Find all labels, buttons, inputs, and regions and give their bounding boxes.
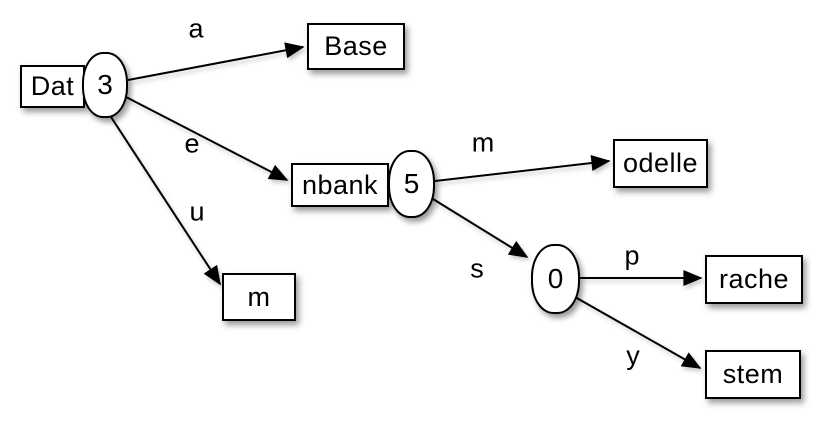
node-count-3: 3 — [82, 52, 128, 118]
node-count-5: 5 — [388, 150, 435, 218]
edge-label-u: u — [189, 196, 205, 227]
edge-label-m: m — [471, 127, 495, 158]
edge-e-arrow — [125, 96, 289, 181]
edge-label-e: e — [184, 128, 200, 159]
node-stem: stem — [705, 350, 801, 399]
node-dat: Dat — [20, 65, 85, 108]
node-m: m — [222, 273, 296, 321]
edge-label-y: y — [626, 340, 640, 371]
edge-m-arrow — [434, 155, 611, 182]
node-rache: rache — [705, 255, 803, 304]
edge-label-a: a — [188, 13, 204, 44]
node-odelle: odelle — [613, 139, 708, 188]
edge-label-p: p — [624, 240, 640, 271]
node-nbank: nbank — [291, 163, 389, 207]
node-count-0: 0 — [531, 244, 580, 314]
edge-a-arrow — [127, 42, 305, 81]
edge-label-s: s — [470, 253, 484, 284]
edge-s-arrow — [432, 198, 529, 258]
node-base: Base — [307, 23, 405, 70]
